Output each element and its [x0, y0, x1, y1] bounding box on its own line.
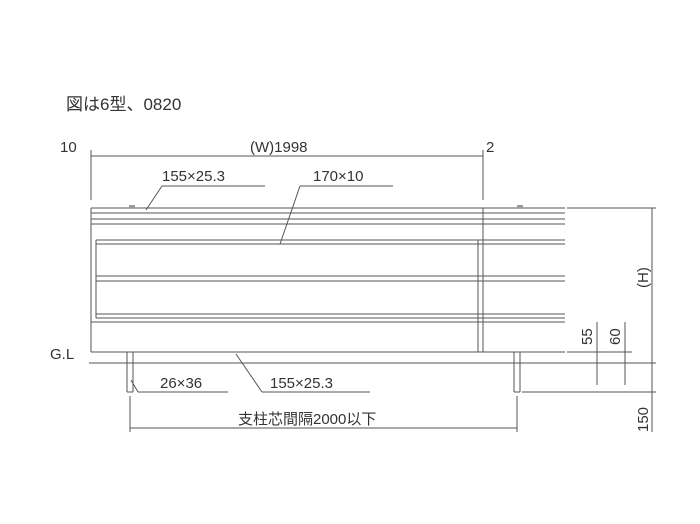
- post-spacing-label: 支柱芯間隔2000以下: [238, 411, 376, 428]
- bottom-rail-label: 155×25.3: [270, 375, 333, 392]
- right-offset-label: 2: [486, 139, 494, 156]
- fence-panel: [90, 205, 565, 353]
- post-leader: [130, 379, 139, 393]
- dim-60-label: 60: [607, 328, 624, 345]
- top-rail-leader: [145, 185, 163, 211]
- slat-leader: [279, 185, 301, 245]
- post-size-label: 26×36: [160, 375, 202, 392]
- ground-line-label: G.L: [50, 346, 74, 363]
- width-label: (W)1998: [250, 139, 308, 156]
- post-right: [513, 352, 521, 393]
- bottom-rail-leader: [235, 353, 263, 393]
- top-cap-clip-right: [517, 205, 523, 208]
- dim-55-label: 55: [579, 328, 596, 345]
- slat-label: 170×10: [313, 168, 363, 185]
- embed-depth-label: 150: [635, 407, 652, 432]
- post-left: [126, 352, 134, 393]
- top-cap-clip-left: [129, 205, 135, 208]
- left-offset-label: 10: [60, 139, 77, 156]
- drawing-title: 図は6型、0820: [66, 95, 181, 114]
- height-label: (H): [635, 267, 652, 288]
- top-rail-label: 155×25.3: [162, 168, 225, 185]
